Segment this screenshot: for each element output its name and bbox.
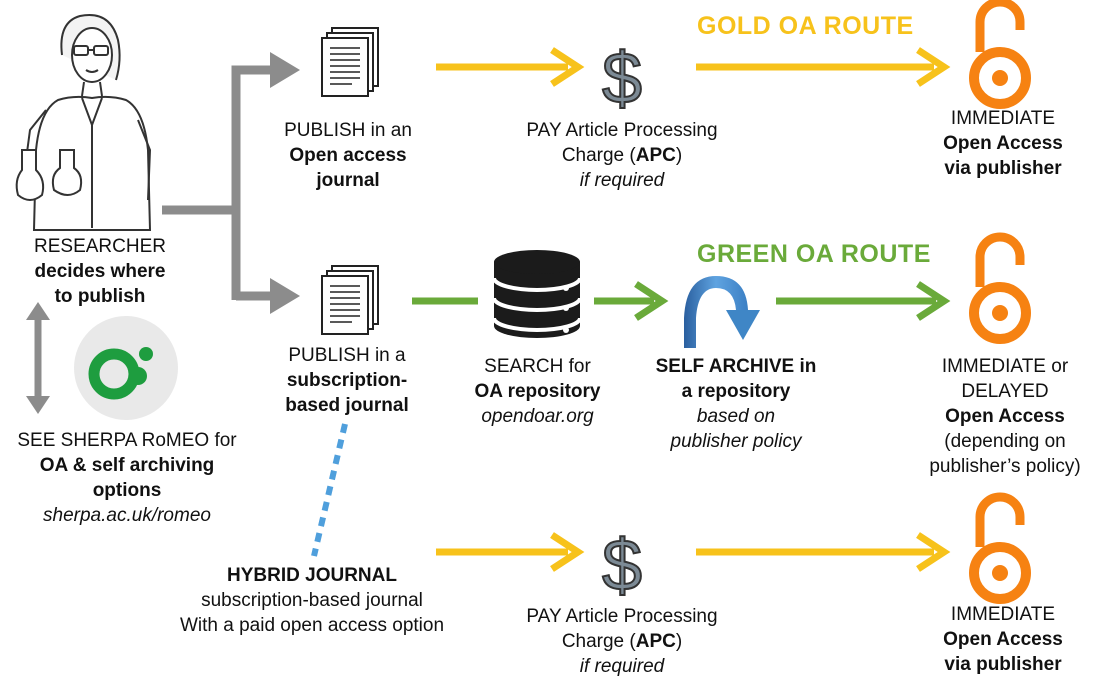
gray-arrowhead-middle: [270, 278, 300, 314]
publish-oa-line1: PUBLISH in an: [284, 120, 412, 141]
sherpa-url: sherpa.ac.uk/romeo: [43, 505, 211, 526]
oa-mid-line2: DELAYED: [961, 381, 1049, 402]
researcher-line3: to publish: [54, 286, 146, 307]
publish-sub-line3: based journal: [285, 395, 409, 416]
search-line1: SEARCH for: [484, 356, 591, 377]
apc-top-line3: if required: [579, 170, 665, 191]
sherpa-double-arrow: [26, 302, 50, 414]
hybrid-dotted-link: [311, 423, 348, 557]
hybrid-line3: With a paid open access option: [179, 615, 445, 636]
self-archive-curved-arrow-icon: [684, 276, 760, 348]
oa-top-line1: IMMEDIATE: [950, 108, 1056, 129]
oa-bottom-line3: via publisher: [944, 654, 1062, 675]
publish-oa-line2: Open access: [289, 145, 407, 166]
self-archive-line4: publisher policy: [670, 431, 802, 452]
search-line3: opendoar.org: [481, 406, 594, 427]
oa-bottom-line2: Open Access: [943, 629, 1063, 650]
oa-bottom-line1: IMMEDIATE: [950, 604, 1056, 625]
apc-top-line1: PAY Article Processing: [526, 120, 718, 141]
researcher-line2: decides where: [34, 261, 166, 282]
oa-top-line3: via publisher: [944, 158, 1062, 179]
sherpa-romeo-logo: [74, 316, 178, 420]
sherpa-line3: options: [92, 480, 162, 501]
subscription-journal-icon: [321, 265, 379, 335]
oa-top-line2: Open Access: [943, 133, 1063, 154]
search-repository-label: SEARCH for OA repository opendoar.org: [455, 354, 620, 429]
hybrid-journal-label: HYBRID JOURNAL subscription-based journa…: [162, 563, 462, 638]
publish-sub-line2: subscription-: [286, 370, 408, 391]
self-archive-line2: a repository: [681, 381, 791, 402]
gold-oa-route-title: GOLD OA ROUTE: [697, 12, 914, 40]
researcher-line1: RESEARCHER: [34, 236, 166, 257]
open-access-journal-icon: [321, 27, 379, 97]
apc-top-label: PAY Article Processing Charge (APC) if r…: [496, 118, 748, 193]
sherpa-line2: OA & self archiving: [39, 455, 215, 476]
repository-database-icon: [492, 250, 582, 338]
publish-sub-line1: PUBLISH in a: [288, 345, 406, 366]
publish-subscription-label: PUBLISH in a subscription- based journal: [262, 343, 432, 418]
gold-arrows-top: [436, 47, 951, 87]
open-access-top-label: IMMEDIATE Open Access via publisher: [918, 106, 1088, 181]
oa-mid-line3: Open Access: [945, 406, 1065, 427]
green-arrows: [412, 281, 951, 321]
dollar-icon-top: $: [602, 39, 642, 119]
open-access-lock-icon-top: [974, 2, 1026, 104]
hybrid-line1: HYBRID JOURNAL: [227, 565, 397, 586]
open-access-bottom-label: IMMEDIATE Open Access via publisher: [918, 602, 1088, 677]
oa-mid-line5: publisher’s policy): [929, 456, 1081, 477]
publish-oa-line3: journal: [316, 170, 380, 191]
open-access-lock-icon-bottom: [974, 497, 1026, 599]
hybrid-line2: subscription-based journal: [201, 590, 423, 611]
researcher-label: RESEARCHER decides where to publish: [5, 234, 195, 309]
apc-bottom-label: PAY Article Processing Charge (APC) if r…: [496, 604, 748, 679]
gray-arrowhead-top: [270, 52, 300, 88]
researcher-illustration: [15, 14, 152, 231]
self-archive-line1: SELF ARCHIVE in: [655, 356, 817, 377]
apc-bottom-line1: PAY Article Processing: [526, 606, 718, 627]
oa-mid-line1: IMMEDIATE or: [941, 356, 1069, 377]
open-access-lock-icon-middle: [974, 237, 1026, 339]
green-oa-route-title: GREEN OA ROUTE: [697, 240, 931, 268]
self-archive-line3: based on: [696, 406, 776, 427]
dollar-icon-bottom: $: [602, 526, 642, 606]
self-archive-label: SELF ARCHIVE in a repository based on pu…: [638, 354, 834, 454]
gold-arrows-bottom: [436, 532, 951, 572]
sherpa-line1: SEE SHERPA RoMEO for: [17, 430, 237, 451]
apc-top-line2: Charge (APC): [561, 145, 683, 166]
open-access-middle-label: IMMEDIATE or DELAYED Open Access (depend…: [914, 354, 1096, 479]
publish-open-access-label: PUBLISH in an Open access journal: [268, 118, 428, 193]
apc-bottom-line2: Charge (APC): [561, 631, 683, 652]
search-line2: OA repository: [474, 381, 601, 402]
sherpa-label: SEE SHERPA RoMEO for OA & self archiving…: [2, 428, 252, 528]
oa-mid-line4: (depending on: [944, 431, 1066, 452]
apc-bottom-line3: if required: [579, 656, 665, 677]
